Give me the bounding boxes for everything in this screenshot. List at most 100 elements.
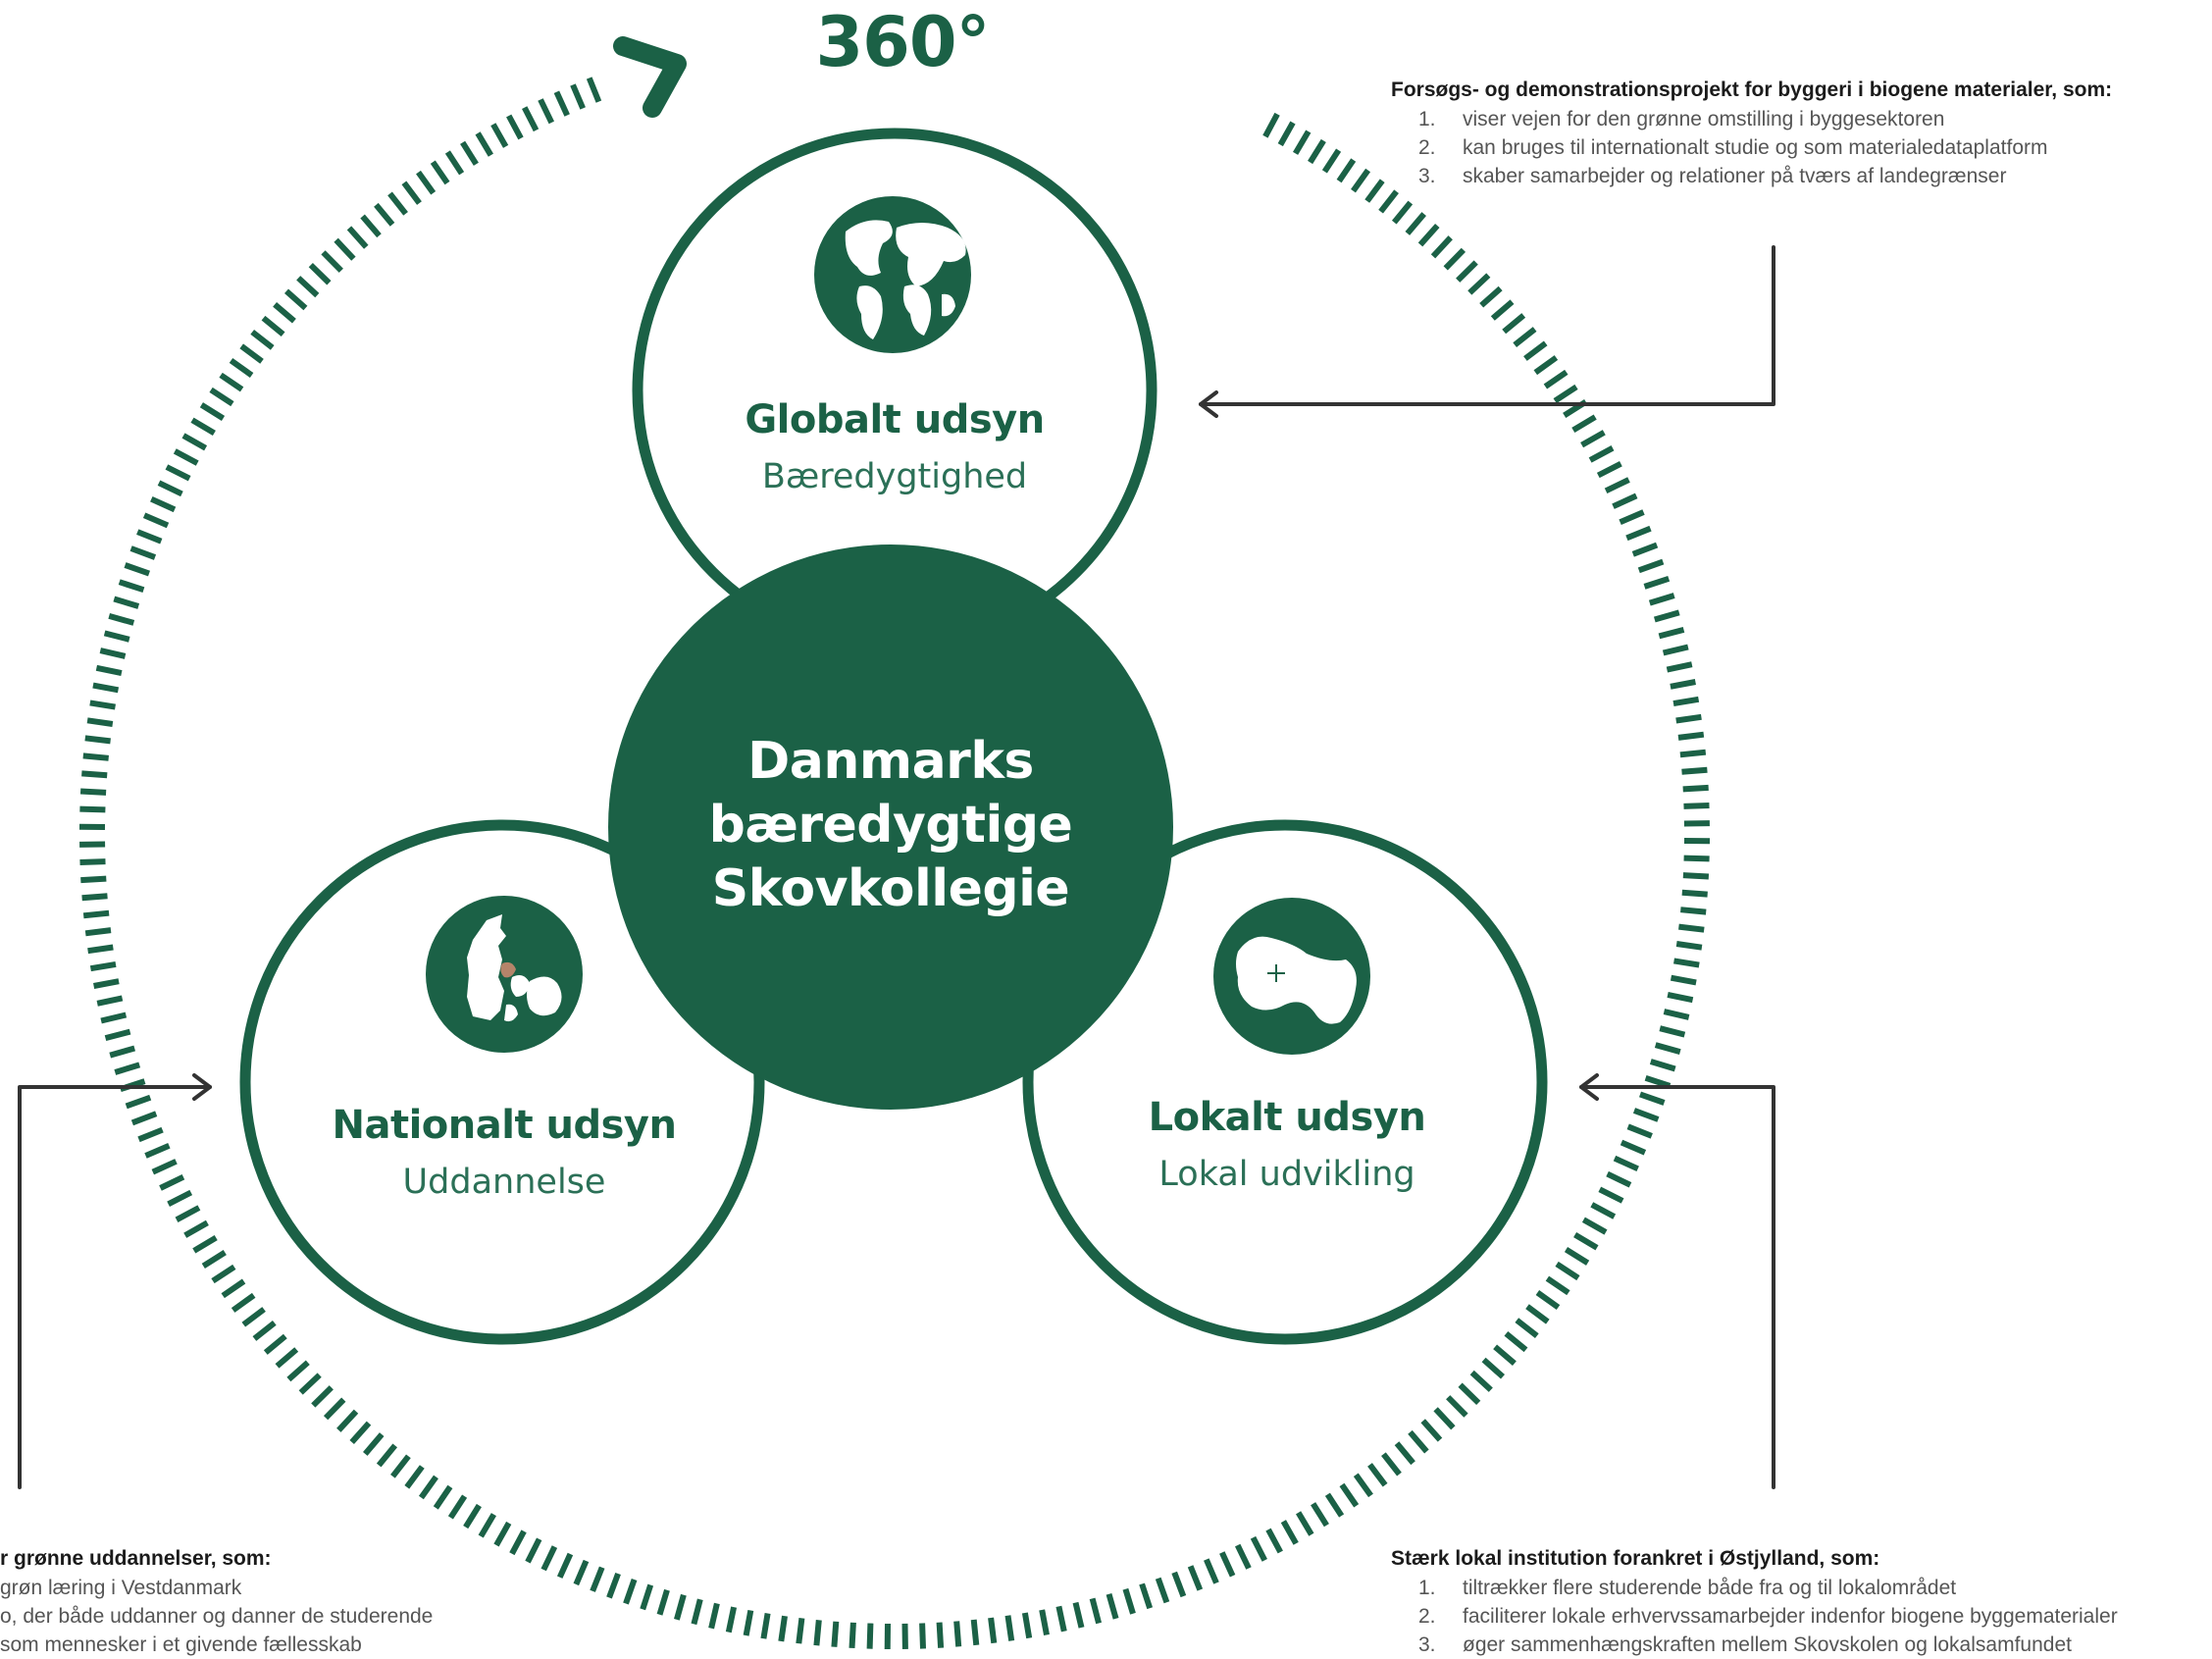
ring-tick (576, 1561, 586, 1584)
ring-tick (798, 1618, 801, 1643)
ring-tick (1493, 302, 1513, 319)
ring-tick (466, 1506, 480, 1528)
ring-tick (365, 1434, 382, 1454)
ring-tick (729, 1607, 734, 1633)
ring-tick (1614, 495, 1637, 506)
ring-tick (1515, 330, 1534, 345)
ring-tick (1660, 1028, 1684, 1034)
ring-tick (115, 1064, 139, 1072)
ring-tick (1592, 1205, 1615, 1217)
ring-tick (660, 1590, 668, 1615)
ring-tick (1678, 927, 1704, 930)
ring-tick (151, 499, 175, 510)
list-item: 2.kan bruges til internationalt studie o… (1391, 133, 2112, 162)
cycle-arrowhead (623, 46, 677, 108)
ring-tick (223, 1281, 243, 1296)
ring-tick (1025, 1613, 1029, 1638)
ring-tick (556, 92, 567, 116)
ring-tick (512, 1531, 524, 1554)
ring-tick (194, 1238, 216, 1251)
list-item: 1.viser vejen for den grønne omstilling … (1391, 105, 2112, 133)
ring-tick (1527, 1307, 1548, 1322)
local-connector-arrow (1581, 1075, 1774, 1487)
ring-tick (1436, 1409, 1454, 1427)
ring-tick (83, 913, 109, 916)
national-note-heading: r grønne uddannelser, som: (0, 1547, 433, 1571)
ring-tick (97, 998, 122, 1003)
ring-tick (349, 228, 366, 246)
ring-tick (1461, 1385, 1479, 1403)
cycle-label: 360° (785, 2, 1020, 82)
ring-tick (379, 1445, 395, 1465)
local-note: Stærk lokal institution forankret i Østj… (1391, 1547, 2118, 1659)
ring-tick (1525, 343, 1546, 359)
ring-tick (1650, 596, 1674, 603)
ring-tick (1620, 512, 1644, 522)
ring-tick (101, 1015, 126, 1021)
center-title-line-1: Danmarks (645, 730, 1136, 794)
ring-tick (1655, 612, 1679, 619)
ring-tick (1420, 226, 1437, 244)
ring-tick (110, 1049, 134, 1056)
ring-tick (185, 1222, 208, 1235)
ring-tick (338, 1412, 356, 1430)
ring-tick (252, 332, 273, 347)
ring-tick (1125, 1589, 1133, 1614)
ring-tick (243, 1310, 264, 1325)
ring-tick (1634, 1111, 1658, 1119)
ring-tick (1354, 171, 1368, 191)
ring-tick (1472, 1373, 1491, 1390)
local-note-heading: Stærk lokal institution forankret i Østj… (1391, 1547, 2118, 1571)
ring-tick (481, 1515, 493, 1536)
list-item: 1.tiltrækker flere studerende både fra o… (1391, 1574, 2118, 1602)
ring-tick (1682, 770, 1708, 772)
ring-tick (1327, 1494, 1341, 1516)
ring-tick (746, 1611, 751, 1636)
ring-tick (852, 1623, 853, 1648)
ring-tick (1484, 1360, 1503, 1376)
ring-tick (525, 108, 537, 130)
ring-tick (1621, 1143, 1645, 1153)
ring-tick (528, 1539, 540, 1562)
ring-tick (1313, 1504, 1327, 1526)
ring-tick (266, 1336, 285, 1353)
ring-tick (1545, 372, 1566, 387)
ring-tick (153, 1162, 177, 1172)
ring-tick (1342, 1484, 1357, 1505)
ring-tick (301, 1375, 320, 1393)
ring-tick (1207, 1560, 1216, 1583)
ring-tick (241, 346, 262, 362)
ring-tick (1481, 288, 1500, 305)
ring-tick (940, 1623, 942, 1648)
ring-tick (213, 1267, 234, 1280)
ring-tick (1076, 1603, 1082, 1628)
ring-tick (80, 792, 106, 793)
ring-tick (1664, 648, 1688, 653)
ring-tick (175, 451, 197, 463)
ring-tick (1283, 1522, 1296, 1544)
ring-tick (139, 1130, 163, 1140)
ring-tick (1664, 1011, 1688, 1017)
ring-tick (560, 1554, 571, 1578)
ring-tick (83, 755, 109, 757)
ring-tick (1557, 1264, 1578, 1277)
ring-tick (1626, 529, 1650, 539)
ring-tick (1600, 1189, 1622, 1201)
ring-tick (87, 720, 113, 724)
ring-tick (1535, 358, 1556, 373)
ring-tick (1383, 1454, 1399, 1474)
ring-tick (1356, 1475, 1370, 1495)
ring-tick (137, 532, 161, 542)
ring-tick (1222, 1553, 1233, 1577)
ring-tick (991, 1618, 994, 1643)
ring-tick (1639, 562, 1664, 571)
ring-tick (88, 948, 114, 952)
ring-tick (93, 686, 119, 691)
denmark-map-icon (426, 896, 583, 1053)
ring-tick (131, 548, 155, 557)
national-connector-arrow (20, 1075, 210, 1487)
ring-tick (816, 1620, 818, 1645)
list-item: grøn læring i Vestdanmark (0, 1574, 433, 1602)
ring-tick (1615, 1159, 1638, 1169)
ring-tick (677, 1595, 684, 1620)
